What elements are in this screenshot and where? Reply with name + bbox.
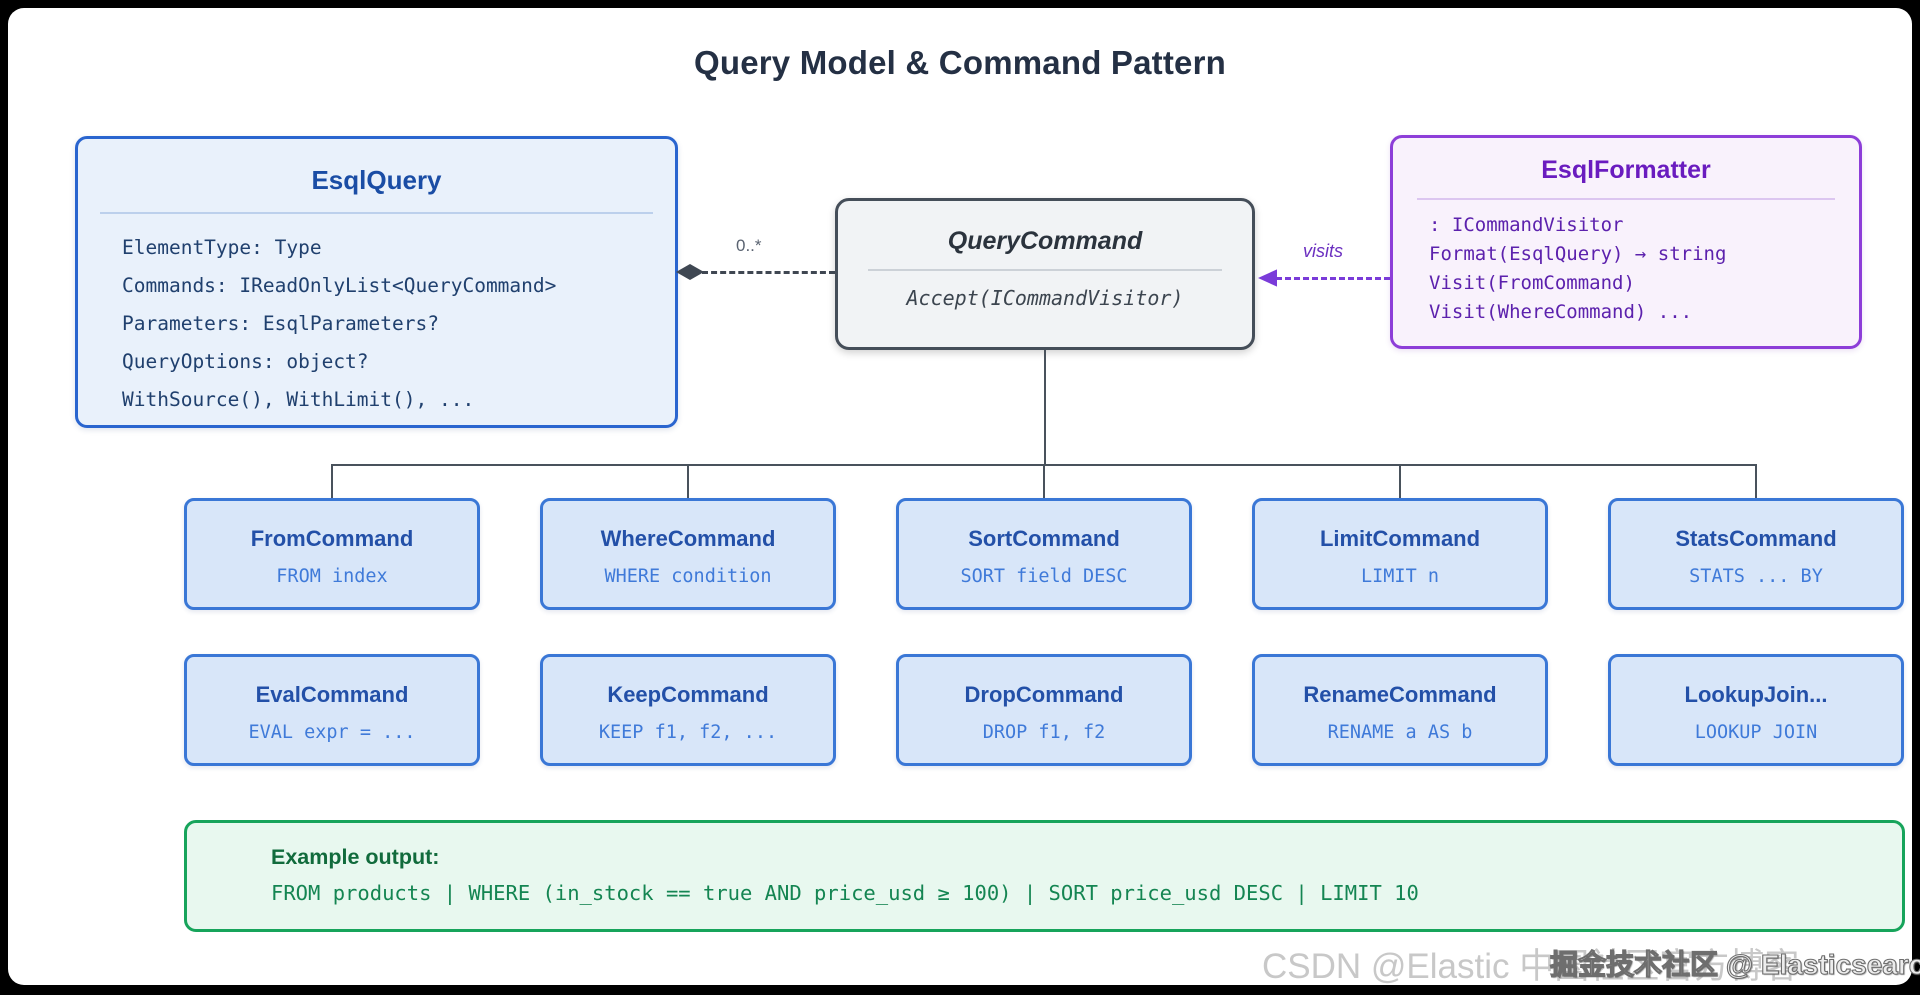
class-box-esqlquery: EsqlQuery ElementType: Type Commands: IR…: [75, 136, 678, 428]
tree-drop-line: [687, 464, 689, 500]
class-title-querycommand: QueryCommand: [947, 227, 1143, 255]
command-syntax: STATS ... BY: [1689, 566, 1823, 587]
visits-dashed-line: [1276, 277, 1390, 280]
tree-drop-line: [1399, 464, 1401, 500]
command-name: SortCommand: [968, 526, 1120, 551]
class-member: QueryOptions: object?: [122, 350, 369, 373]
class-member: ElementType: Type: [122, 236, 322, 259]
class-member: Visit(WhereCommand) ...: [1429, 301, 1693, 323]
command-box-statscommand: StatsCommand STATS ... BY: [1608, 498, 1904, 610]
command-name: KeepCommand: [607, 682, 769, 707]
example-output-box: Example output: FROM products | WHERE (i…: [184, 820, 1905, 932]
command-name: WhereCommand: [600, 526, 776, 551]
command-box-wherecommand: WhereCommand WHERE condition: [540, 498, 836, 610]
class-box-esqlformatter: EsqlFormatter : ICommandVisitor Format(E…: [1390, 135, 1862, 349]
class-title-esqlformatter: EsqlFormatter: [1541, 156, 1711, 184]
class-title-esqlquery: EsqlQuery: [311, 165, 442, 195]
aggregation-diamond-icon: [676, 264, 704, 280]
command-box-limitcommand: LimitCommand LIMIT n: [1252, 498, 1548, 610]
class-divider: [100, 212, 653, 214]
command-box-sortcommand: SortCommand SORT field DESC: [896, 498, 1192, 610]
command-syntax: DROP f1, f2: [982, 722, 1106, 743]
example-output-label: Example output:: [271, 845, 440, 869]
class-member: Commands: IReadOnlyList<QueryCommand>: [122, 274, 557, 297]
command-name: FromCommand: [250, 526, 414, 551]
visits-label: visits: [1303, 241, 1343, 261]
watermark-csdn: CSDN @Elastic 中国社区官方博客: [1262, 947, 1800, 986]
command-syntax: KEEP f1, f2, ...: [598, 722, 778, 743]
command-name: EvalCommand: [255, 682, 409, 707]
class-divider: [868, 269, 1222, 271]
command-syntax: LOOKUP JOIN: [1694, 722, 1818, 743]
command-box-dropcommand: DropCommand DROP f1, f2: [896, 654, 1192, 766]
command-syntax: WHERE condition: [604, 566, 772, 587]
command-syntax: LIMIT n: [1361, 566, 1439, 587]
tree-drop-line: [1043, 464, 1045, 500]
tree-drop-line: [1755, 464, 1757, 500]
command-syntax: SORT field DESC: [960, 566, 1128, 587]
tree-drop-line: [331, 464, 333, 500]
command-syntax: FROM index: [276, 566, 388, 587]
command-name: LookupJoin...: [1684, 682, 1828, 707]
class-members-esqlquery: ElementType: Type Commands: IReadOnlyLis…: [122, 229, 675, 419]
tree-trunk-line: [1044, 350, 1046, 464]
command-box-renamecommand: RenameCommand RENAME a AS b: [1252, 654, 1548, 766]
command-name: RenameCommand: [1303, 682, 1497, 707]
command-box-keepcommand: KeepCommand KEEP f1, f2, ...: [540, 654, 836, 766]
watermark-juejin: 掘金技术社区 @ Elasticsearch客: [1549, 948, 1920, 980]
class-method-accept: Accept(ICommandVisitor): [906, 286, 1184, 310]
example-output-code: FROM products | WHERE (in_stock == true …: [271, 881, 1419, 905]
command-syntax: EVAL expr = ...: [248, 722, 416, 743]
class-member: Parameters: EsqlParameters?: [122, 312, 439, 335]
diagram-title: Query Model & Command Pattern: [693, 44, 1227, 81]
class-members-esqlformatter: : ICommandVisitor Format(EsqlQuery) → st…: [1429, 211, 1859, 327]
command-box-evalcommand: EvalCommand EVAL expr = ...: [184, 654, 480, 766]
class-member: : ICommandVisitor: [1429, 214, 1624, 236]
aggregation-dashed-line: [702, 271, 835, 274]
class-member: WithSource(), WithLimit(), ...: [122, 388, 475, 411]
class-member: Format(EsqlQuery) → string: [1429, 243, 1727, 265]
command-box-fromcommand: FromCommand FROM index: [184, 498, 480, 610]
class-box-querycommand: QueryCommand Accept(ICommandVisitor): [835, 198, 1255, 350]
command-syntax: RENAME a AS b: [1327, 722, 1473, 743]
class-divider: [1417, 198, 1835, 200]
class-member: Visit(FromCommand): [1429, 272, 1635, 294]
command-name: DropCommand: [964, 682, 1124, 707]
multiplicity-label: 0..*: [736, 236, 762, 255]
command-box-lookupjoin: LookupJoin... LOOKUP JOIN: [1608, 654, 1904, 766]
command-name: StatsCommand: [1675, 526, 1837, 551]
command-name: LimitCommand: [1319, 526, 1481, 551]
